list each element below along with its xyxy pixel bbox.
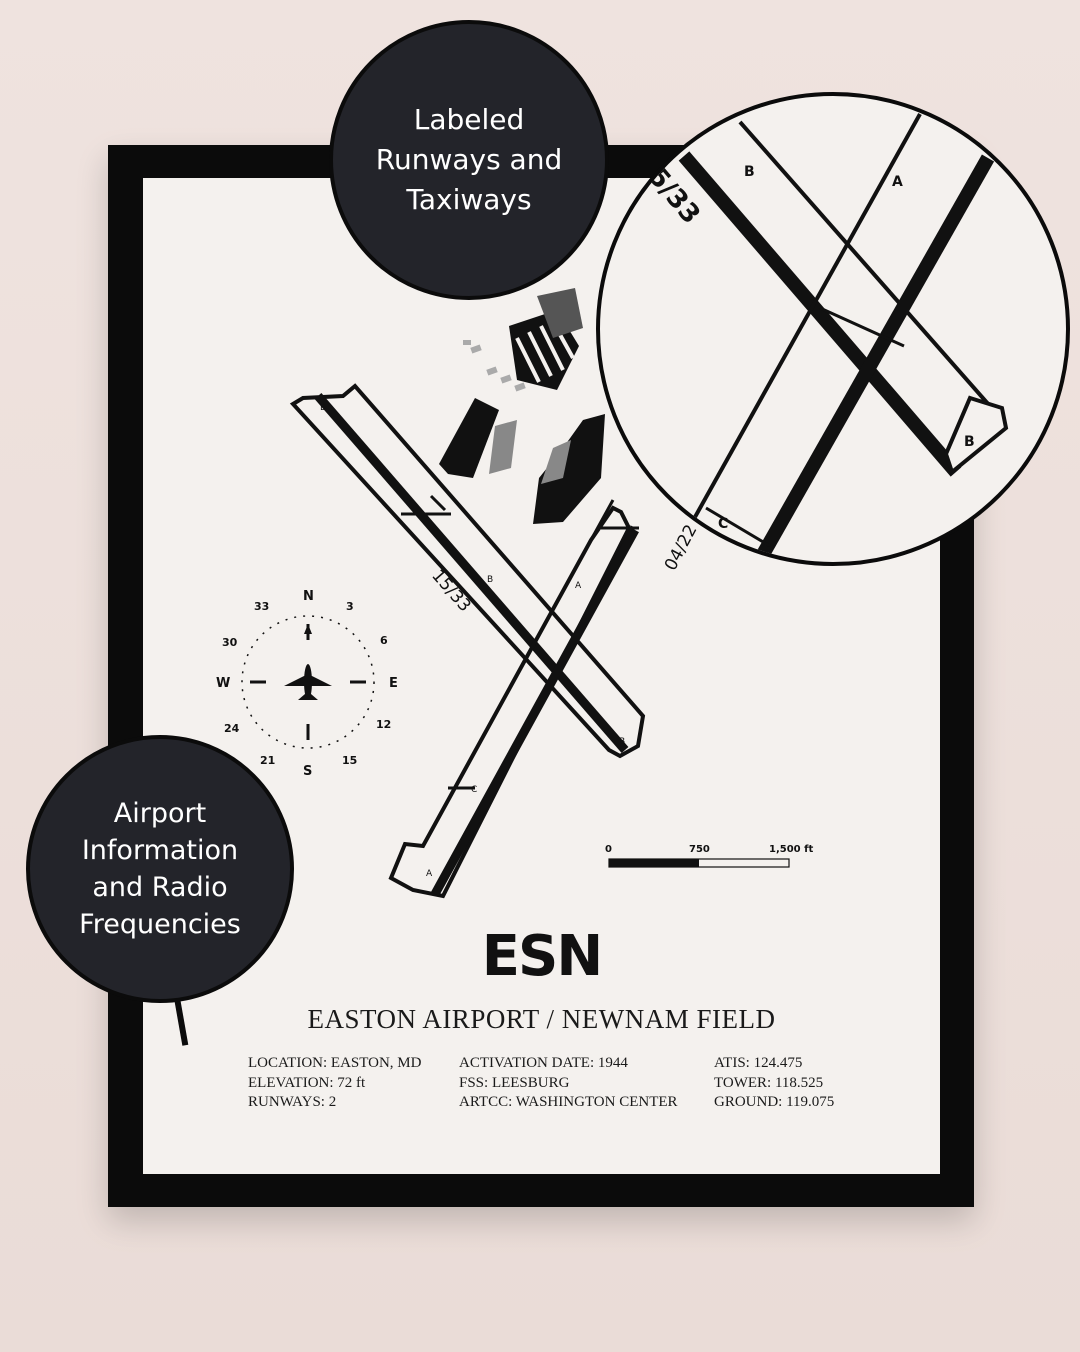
callout-info-line-4: Frequencies: [79, 909, 241, 940]
scale-label-750: 750: [689, 844, 710, 855]
info-runways: RUNWAYS: 2: [248, 1094, 337, 1110]
taxiway-label-c: C: [471, 785, 477, 795]
compass-21: 21: [260, 754, 275, 767]
taxiway-label-f: F: [408, 499, 413, 509]
callout-runways-line-3: Taxiways: [406, 183, 532, 216]
taxiway-label-a-bottom: A: [426, 869, 433, 879]
callout-info-line-1: Airport: [113, 798, 207, 829]
callout-info: Airport Information and Radio Frequencie…: [26, 735, 294, 1003]
compass-s: S: [303, 764, 312, 779]
zoom-detail-diagram: B A B C 5/33: [642, 113, 1009, 560]
callout-info-line-2: Information: [81, 835, 239, 866]
callout-info-line-3: and Radio: [92, 872, 228, 903]
info-column-mid: ACTIVATION DATE: 1944 FSS: LEESBURG ARTC…: [459, 1054, 678, 1113]
compass-15: 15: [342, 754, 357, 767]
info-column-right: ATIS: 124.475 TOWER: 118.525 GROUND: 119…: [714, 1054, 834, 1113]
runway-label-04-22: 04/22: [661, 521, 702, 574]
compass-24: 24: [224, 722, 240, 735]
taxiway-label-b-top: B: [320, 403, 326, 413]
scale-bar: 0 750 1,500 ft: [605, 844, 813, 868]
compass-33: 33: [254, 600, 269, 613]
info-fss: FSS: LEESBURG: [459, 1074, 570, 1091]
callout-runways-line-1: Labeled: [413, 103, 525, 136]
zoom-label-c: C: [718, 516, 728, 532]
scale-label-1500: 1,500 ft: [769, 844, 813, 855]
compass-30: 30: [222, 636, 238, 649]
airport-name: EASTON AIRPORT / NEWNAM FIELD: [307, 1004, 776, 1034]
compass-6: 6: [380, 634, 388, 647]
info-location: LOCATION: EASTON, MD: [248, 1055, 422, 1071]
info-ground: GROUND: 119.075: [714, 1094, 835, 1110]
runway-15-33: [289, 383, 646, 759]
taxiways: [401, 494, 639, 790]
taxiway-label-b-bottom: B: [619, 737, 625, 747]
zoom-label-a: A: [892, 174, 903, 190]
taxiway-label-a-mid: A: [575, 581, 582, 591]
taxiway-label-d: D: [627, 525, 634, 535]
zoom-detail-circle: B A B C 5/33: [596, 92, 1070, 566]
compass-w: W: [216, 676, 230, 691]
info-elevation: ELEVATION: 72 ft: [248, 1074, 366, 1091]
zoom-label-b-top: B: [744, 164, 755, 180]
buildings: [439, 288, 605, 524]
zoom-label-b-bottom: B: [964, 434, 975, 450]
scale-label-0: 0: [605, 844, 612, 855]
info-tower: TOWER: 118.525: [714, 1074, 824, 1091]
callout-runways: Labeled Runways and Taxiways: [329, 20, 609, 300]
compass-rose: N E S W 3 6 12 15 21 24 30 33: [216, 589, 398, 779]
info-column-left: LOCATION: EASTON, MD ELEVATION: 72 ft RU…: [248, 1054, 421, 1113]
callout-runways-line-2: Runways and: [375, 143, 563, 176]
poster-paper: B F B A D B C A 15/33 04/22 N E S W: [143, 178, 940, 1174]
airport-code: ESN: [481, 924, 603, 989]
compass-n: N: [303, 589, 314, 604]
info-atis: ATIS: 124.475: [714, 1055, 803, 1071]
compass-e: E: [389, 676, 398, 691]
airport-diagram: B F B A D B C A 15/33 04/22 N E S W: [216, 288, 813, 899]
info-activation: ACTIVATION DATE: 1944: [459, 1055, 628, 1071]
airplane-icon: [284, 664, 332, 700]
runway-04-22: [388, 505, 639, 899]
taxiway-label-b-mid: B: [487, 575, 493, 585]
info-artcc: ARTCC: WASHINGTON CENTER: [459, 1094, 678, 1110]
compass-12: 12: [376, 718, 391, 731]
compass-3: 3: [346, 600, 354, 613]
